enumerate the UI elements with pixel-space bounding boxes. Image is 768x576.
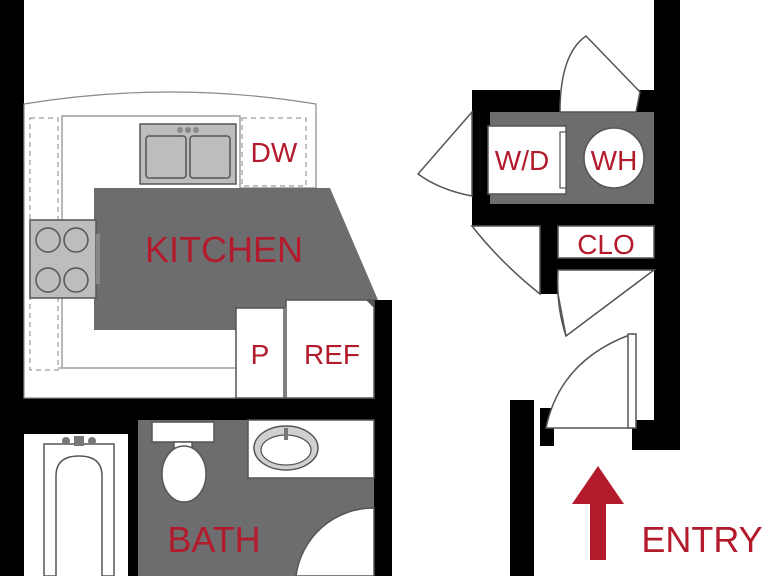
bath-door-swing (295, 507, 375, 576)
wall-bath-right (374, 300, 392, 576)
closet-door-edge (557, 293, 567, 337)
water-heater (583, 127, 645, 189)
bathtub-icon (43, 436, 115, 576)
label-closet: CLO (577, 229, 635, 260)
pantry (235, 307, 285, 399)
label-refrigerator: REF (304, 339, 360, 370)
laundry: W/D WH (416, 35, 654, 296)
refrigerator (285, 299, 375, 399)
walls (0, 0, 680, 576)
wall-laundry-top-right (636, 90, 654, 112)
closet-door (556, 269, 657, 338)
entry-door (545, 332, 637, 429)
refrigerator-corner (366, 300, 374, 308)
wall-entry-right (632, 420, 680, 450)
lavatory-sink-icon (253, 425, 319, 471)
laundry-bifold-left (416, 109, 473, 197)
wall-tub-top (24, 420, 128, 434)
label-washer-dryer: W/D (495, 145, 549, 176)
cooktop-icon (29, 219, 100, 299)
wall-laundry-bottom (472, 204, 654, 226)
dishwasher (241, 117, 307, 187)
wall-laundry-top (472, 90, 560, 112)
bath: BATH (138, 419, 375, 576)
label-bath: BATH (167, 519, 260, 560)
kitchen-floor (94, 188, 378, 330)
wall-kitchen-bath (0, 398, 392, 420)
laundry-bifold-bottom (470, 225, 541, 296)
washer-dryer (487, 125, 567, 195)
laundry-bifold-top (559, 35, 641, 113)
label-water-heater: WH (591, 145, 638, 176)
closet: CLO (556, 225, 657, 338)
label-kitchen: KITCHEN (145, 229, 303, 270)
closet-interior (557, 225, 655, 259)
wall-left (0, 0, 24, 576)
wall-right (654, 0, 680, 450)
wall-closet-bottom (540, 258, 654, 270)
arrow-up-icon (572, 466, 624, 560)
label-pantry: P (251, 339, 270, 370)
wall-laundry-left (472, 90, 490, 208)
double-sink-icon (139, 123, 237, 185)
entry-door-swing (545, 332, 633, 429)
wall-entry-left (510, 400, 534, 576)
entry-door-leaf (627, 333, 637, 429)
wall-tub-partition (128, 420, 138, 576)
label-entry: ENTRY (641, 519, 762, 560)
label-dishwasher: DW (251, 137, 298, 168)
kitchen: DW KITCHEN P REF (23, 91, 378, 399)
toilet-icon (151, 421, 215, 503)
